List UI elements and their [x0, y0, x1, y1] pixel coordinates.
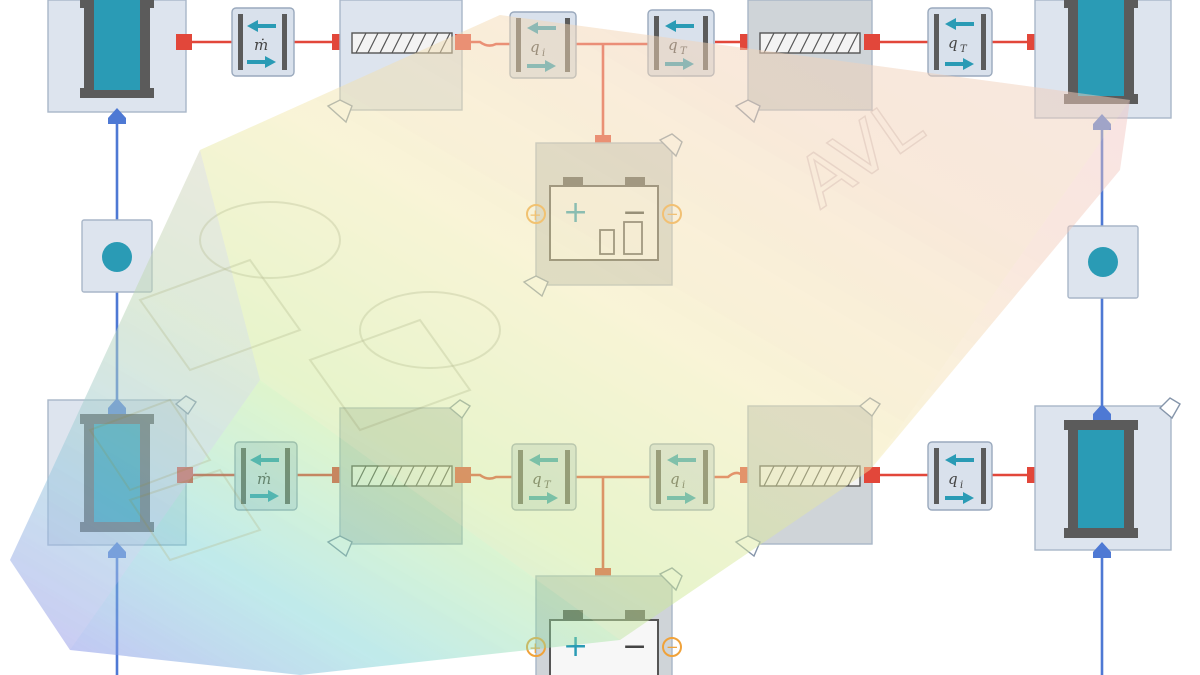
flow-port-icon — [1093, 404, 1111, 420]
tank-bottom-right[interactable] — [1034, 397, 1181, 558]
arrow-right-icon — [945, 492, 974, 504]
flow-port-icon — [108, 108, 126, 124]
heat-sensor-top-d[interactable]: q T — [927, 7, 993, 77]
arrow-left-icon — [665, 20, 694, 32]
heat-sensor-bottom-d[interactable]: q i — [927, 441, 993, 511]
hatch-pattern — [763, 32, 859, 54]
pump-icon — [102, 242, 132, 272]
flow-port-icon — [1093, 542, 1111, 558]
sensor-sublabel: T — [960, 44, 968, 55]
signal-port — [864, 34, 880, 50]
arrow-right-icon — [247, 56, 276, 68]
sensor-label: q — [948, 470, 958, 488]
arrow-left-icon — [945, 454, 974, 466]
pump-icon — [1088, 247, 1118, 277]
arrow-left-icon — [247, 20, 276, 32]
battery-pack-overlay: AVL — [10, 15, 1130, 675]
sensor-label: q — [948, 34, 958, 52]
mass-flow-sensor-top[interactable]: ṁ — [231, 7, 295, 77]
negative-terminal-icon — [662, 637, 682, 657]
tank-top-left[interactable] — [47, 0, 187, 124]
corner-tab-icon — [1158, 397, 1181, 420]
neg-terminal-label: − — [666, 638, 679, 656]
sensor-sublabel: i — [960, 480, 963, 491]
pump-right[interactable] — [1067, 225, 1139, 299]
sensor-label: ṁ — [254, 36, 268, 54]
battery-pack-shape — [10, 15, 1130, 675]
arrow-right-icon — [945, 58, 974, 70]
arrow-left-icon — [945, 18, 974, 30]
signal-port — [176, 34, 192, 50]
